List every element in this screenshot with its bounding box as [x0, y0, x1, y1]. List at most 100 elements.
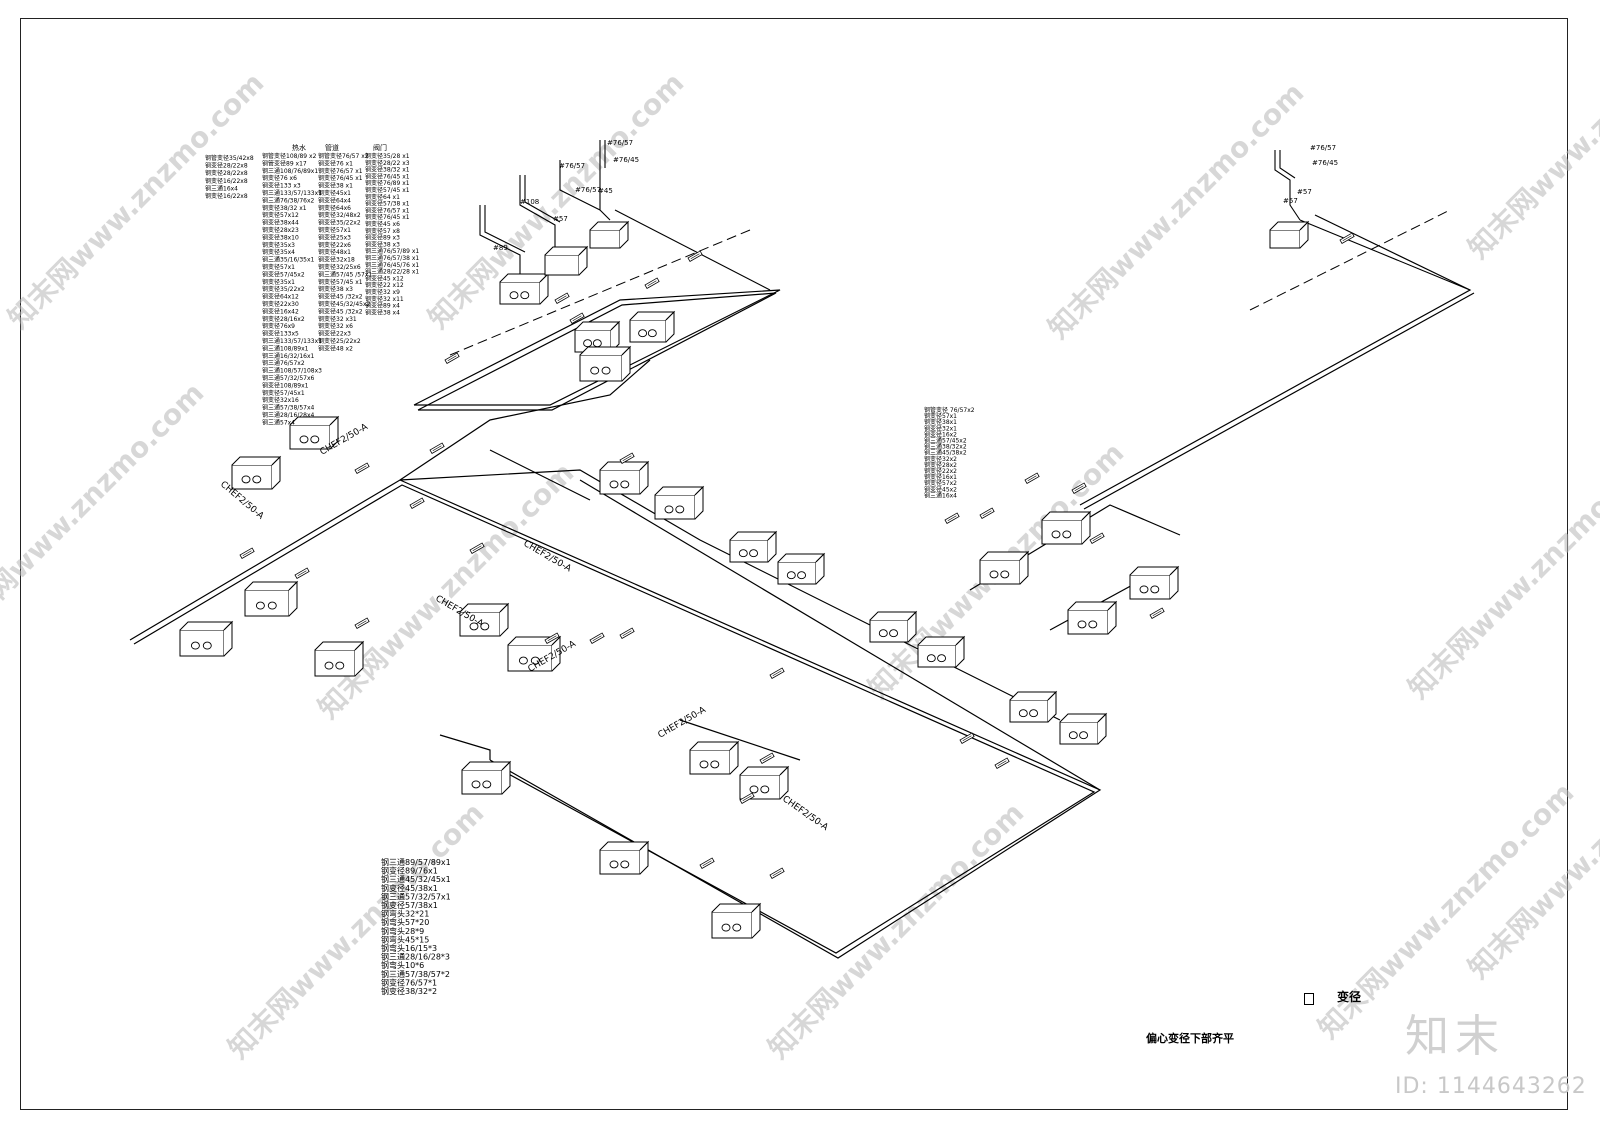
riser-size-label: #57 [1297, 188, 1312, 196]
list-header-1: 热水 [292, 143, 306, 152]
material-item: 钢变径89 x3 [365, 234, 400, 242]
material-item: 钢变径45 x12 [365, 274, 404, 282]
material-item: 钢三通57/38/57*2 [381, 969, 450, 979]
riser-size-label: #76/57 [1310, 144, 1336, 152]
equipment-unit [589, 220, 630, 249]
riser-size-label: #89 [493, 244, 508, 252]
material-item: 钢变径35x3 [262, 241, 295, 249]
material-item: 钢弯头57*20 [381, 917, 429, 927]
material-item: 钢弯头28*9 [381, 926, 424, 936]
watermark-text: 知末网www.znzmo.com [762, 796, 1031, 1065]
equipment-unit [711, 902, 762, 939]
material-item: 钢变径45/38x1 [381, 883, 438, 893]
list-header-3: 阀门 [373, 143, 387, 152]
drawing-frame [20, 18, 1568, 1110]
equipment-unit [314, 640, 365, 677]
material-item: 钢变径108/89x1 [262, 381, 309, 389]
unit-model-label: CHEF2/50-A [657, 705, 709, 741]
material-item: 钢变径57/45 x1 [318, 278, 363, 286]
watermark-text: 知末网www.znzmo.com [222, 796, 491, 1065]
material-item: 钢变径35/28 x1 [365, 152, 410, 160]
material-item: 钢变径32/48x2 [318, 211, 361, 219]
material-item: 钢变径32x18 [318, 256, 355, 264]
equipment-unit [499, 272, 550, 305]
watermark-text: 知末网www.znzmo.com [0, 376, 210, 645]
riser-labels: #76/57#76/45#76/57#76/57#45#108#57#89#76… [493, 139, 1338, 252]
material-item: 钢变径38x1 [924, 418, 957, 426]
material-item: 钢变径38/32 x1 [365, 166, 410, 174]
brand-logo: 知末 [1405, 1011, 1505, 1062]
riser-size-label: #57 [1283, 197, 1298, 205]
pipe-tag-text [557, 295, 567, 301]
pipe-tag-text [447, 355, 457, 361]
pipe-tag-text [622, 630, 632, 636]
material-item: 钢三通45/38x2 [924, 449, 967, 457]
riser-size-label: #57 [553, 215, 568, 223]
equipment-unit [289, 415, 340, 450]
material-item: 钢变径32 x9 [365, 288, 400, 296]
equipment-unit [739, 765, 790, 800]
material-item: 钢三通45/32/45x1 [381, 874, 451, 884]
material-list-top-left: 热水 管道 阀门 钢管变径35/42x8钢变径28/22x8钢变径28/22x8… [205, 143, 419, 426]
riser-group-2 [1274, 150, 1471, 291]
material-item: 钢变径64 x1 [365, 193, 400, 201]
material-item: 钢变径38 x4 [365, 308, 400, 316]
material-item: 钢三通28/16/28*3 [381, 952, 450, 962]
watermark-text: 知末网www.znzmo.com [1402, 436, 1600, 705]
material-item: 钢变径57/45x1 [262, 389, 305, 397]
material-item: 钢三通133/57/133x1 [262, 189, 322, 197]
material-item: 钢变径22x3 [318, 330, 351, 338]
material-item: 钢变径57x2 [924, 479, 957, 487]
pipe-tag-text [242, 550, 252, 556]
unit-model-label: CHEF2/50-A [780, 794, 830, 833]
material-item: 钢变径28x2 [924, 461, 957, 469]
equipment-unit [1009, 690, 1058, 723]
material-item: 钢变径48x1 [318, 248, 351, 256]
material-item: 钢变径35/22x2 [318, 219, 361, 227]
material-item: 钢变径32x1 [924, 424, 957, 432]
material-item: 钢变径38/32 x1 [262, 204, 307, 212]
riser-size-label: #76/45 [1312, 159, 1338, 167]
material-item: 钢变径76/89 x1 [365, 179, 410, 187]
material-item: 钢变径38 x1 [318, 182, 353, 190]
equipment-unit [599, 460, 650, 495]
watermark-text: 知末网www.znzmo.com [422, 66, 691, 335]
equipment-unit [689, 740, 740, 775]
equipment-unit [1129, 565, 1180, 600]
equipment-unit [629, 310, 676, 343]
list-header-2: 管道 [325, 143, 339, 152]
pipe-tag-text [647, 280, 657, 286]
pipe-tag-text [472, 545, 482, 551]
material-item: 钢变径76/45 x1 [365, 172, 410, 180]
material-item: 钢变径16/22x8 [205, 177, 248, 185]
material-item: 钢变径133x5 [262, 330, 299, 338]
riser-group-1 [479, 140, 771, 291]
equipment-unit [729, 530, 778, 563]
riser-size-label: #108 [520, 198, 539, 206]
pipe-tag-text [592, 635, 602, 641]
material-item: 钢三通89/57/89x1 [381, 857, 451, 867]
equipment-unit [1067, 600, 1118, 635]
watermark-text: 知末网www.znzmo.com [1462, 0, 1600, 265]
watermark-text: 知末网www.znzmo.com [312, 456, 581, 725]
material-item: 钢变径76/45 x1 [365, 213, 410, 221]
material-item: 钢变径45/32/45x2 [318, 300, 370, 308]
material-item: 钢变径22x30 [262, 300, 299, 308]
material-item: 钢变径38 x3 [365, 240, 400, 248]
material-item: 钢管变径108/89 x2 [262, 152, 317, 160]
material-item: 钢变径28x23 [262, 226, 299, 234]
material-item: 钢变径76/57 x1 [365, 206, 410, 214]
material-item: 钢变径25x3 [318, 233, 351, 241]
pipe-tag-text [297, 570, 307, 576]
material-item: 钢变径89 x4 [365, 302, 400, 310]
material-item: 钢变径32/25x6 [318, 263, 361, 271]
equipment-unit [869, 610, 918, 643]
material-item: 钢变径22 x12 [365, 281, 404, 289]
material-item: 钢三通76/57x2 [262, 359, 305, 367]
material-item: 钢变径64x12 [262, 293, 299, 301]
material-item: 钢变径48 x2 [318, 344, 353, 352]
pipe-tags [239, 232, 1355, 880]
material-item: 钢三通108/89x1 [262, 344, 309, 352]
